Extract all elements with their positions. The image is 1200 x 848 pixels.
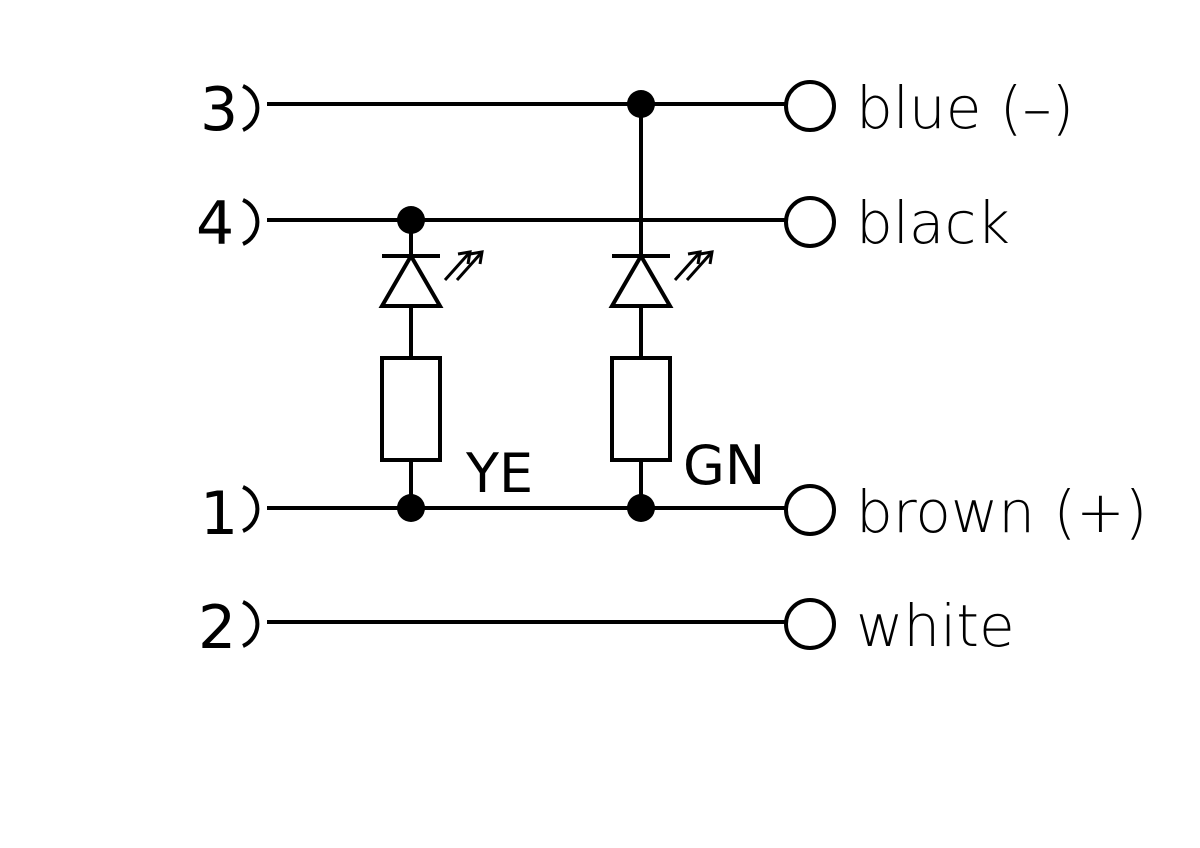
pin-number-2: 2 — [198, 593, 236, 663]
junction-dot — [627, 90, 655, 118]
wire-label-black: black — [856, 189, 1010, 257]
resistor-gn — [610, 356, 672, 462]
resistor-ye — [380, 356, 442, 462]
terminal-black — [784, 196, 836, 248]
junction-dot — [627, 494, 655, 522]
socket-contact-2 — [242, 600, 260, 648]
light-emission-icon — [673, 250, 714, 281]
wire-label-white: white — [856, 592, 1015, 660]
led-label-gn: GN — [683, 434, 765, 497]
wire-label-brown: brown (+) — [856, 478, 1147, 546]
pin-number-3: 3 — [200, 75, 238, 145]
wire-label-blue: blue (–) — [856, 74, 1074, 142]
terminal-white — [784, 598, 836, 650]
socket-contact-4 — [242, 198, 260, 246]
diode-triangle-gn — [608, 252, 674, 308]
led-label-ye: YE — [465, 442, 533, 505]
terminal-blue — [784, 80, 836, 132]
terminal-brown — [784, 484, 836, 536]
pin-number-1: 1 — [200, 479, 238, 549]
led-branch-gn: GN — [608, 104, 765, 508]
socket-contact-1 — [242, 485, 260, 533]
junction-dot — [397, 206, 425, 234]
socket-contact-3 — [242, 84, 260, 132]
diode-triangle-ye — [378, 252, 444, 308]
junction-dot — [397, 494, 425, 522]
light-emission-icon — [443, 250, 484, 281]
led-branch-ye: YE — [378, 220, 533, 508]
pin-number-4: 4 — [196, 189, 234, 259]
